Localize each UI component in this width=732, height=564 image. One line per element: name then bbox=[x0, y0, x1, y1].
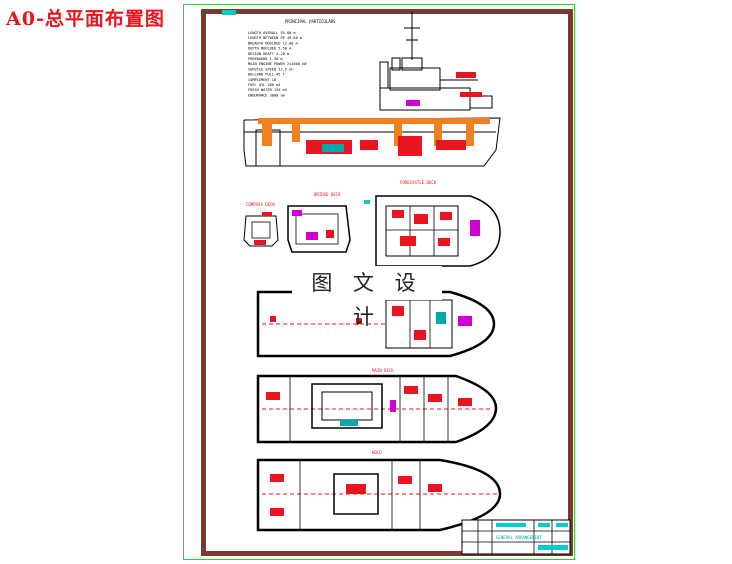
particulars-row: ENDURANCE 3000 nm bbox=[248, 93, 285, 97]
particulars-row: FRESH WATER 120 m3 bbox=[248, 88, 287, 92]
page-title: A0-总平面布置图 bbox=[6, 8, 165, 30]
particulars-row: BREADTH MOULDED 12.00 m bbox=[248, 41, 298, 45]
platform-plan bbox=[256, 374, 498, 444]
profile-equipment bbox=[258, 72, 490, 156]
main-deck-label: MAIN DECK bbox=[372, 368, 394, 373]
title-block-name: GENERAL ARRANGEMENT bbox=[496, 535, 542, 540]
title-block: GENERAL ARRANGEMENT bbox=[461, 519, 571, 555]
hold-plan: HOLD bbox=[256, 450, 502, 532]
frame-tag bbox=[222, 10, 236, 15]
particulars-row: BOLLARD PULL 45 t bbox=[248, 73, 285, 77]
particulars-row: LENGTH OVERALL 55.80 m bbox=[248, 31, 296, 35]
forecastle-deck-label: FORECASTLE DECK bbox=[400, 180, 437, 185]
particulars-row: LENGTH BETWEEN PP 49.80 m bbox=[248, 36, 302, 40]
hold-label: HOLD bbox=[372, 450, 382, 455]
compass-deck-plan: COMPASS DECK bbox=[243, 202, 279, 247]
forecastle-deck-plan: FORECASTLE DECK bbox=[364, 180, 501, 267]
watermark: 图 文 设 计 bbox=[292, 266, 442, 329]
bridge-deck-label: BRIDGE DECK bbox=[314, 192, 341, 197]
particulars-row: FREEBOARD 1.30 m bbox=[248, 57, 283, 61]
particulars-row: FUEL OIL 280 m3 bbox=[248, 83, 280, 87]
particulars-row: DEPTH MOULDED 5.50 m bbox=[248, 47, 291, 51]
drawing-frame bbox=[201, 9, 573, 556]
bridge-deck-plan: BRIDGE DECK bbox=[287, 192, 351, 253]
main-deck-plan: MAIN DECK bbox=[256, 290, 496, 373]
drawing-sheet-border bbox=[183, 4, 575, 560]
profile-view bbox=[243, 12, 501, 167]
particulars-row: DESIGN DRAFT 4.20 m bbox=[248, 52, 289, 56]
particulars-table: PRINCIPAL PARTICULARS LENGTH OVERALL 55.… bbox=[248, 19, 336, 97]
particulars-row: COMPLEMENT 18 bbox=[248, 78, 276, 82]
particulars-row: SERVICE SPEED 12.5 kn bbox=[248, 67, 293, 71]
particulars-heading: PRINCIPAL PARTICULARS bbox=[285, 19, 336, 24]
particulars-row: MAIN ENGINE POWER 2x1600 kW bbox=[248, 62, 307, 66]
compass-deck-label: COMPASS DECK bbox=[246, 202, 275, 207]
